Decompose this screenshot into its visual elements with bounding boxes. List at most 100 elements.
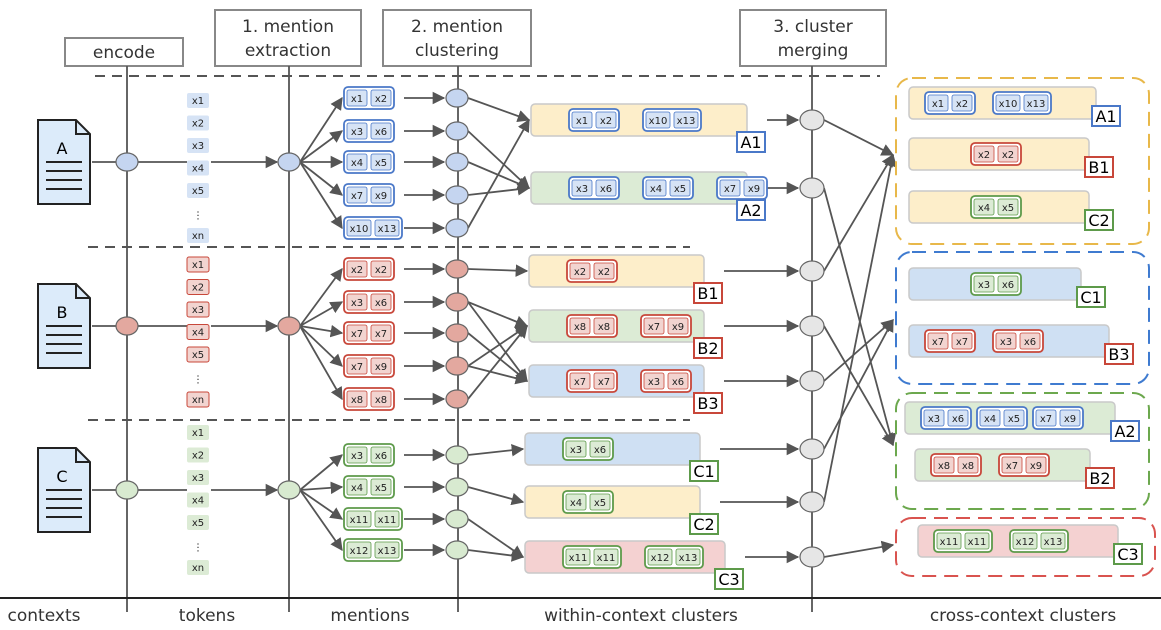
mention-token-box — [927, 332, 949, 350]
cluster-edge — [467, 301, 529, 328]
mention-token-box — [1040, 532, 1066, 550]
mention-token-label: x11 — [569, 553, 588, 564]
mention-token-label: x7 — [351, 329, 363, 340]
cluster-node — [445, 218, 469, 238]
cluster-edge — [467, 325, 529, 367]
extract-to-mention — [299, 325, 343, 367]
mention-token-box — [997, 198, 1019, 216]
mention-token-box — [346, 357, 368, 375]
mention-token-box — [973, 198, 995, 216]
cluster-node — [445, 185, 469, 205]
mention-token-box — [370, 122, 392, 140]
cross-cluster-group — [895, 392, 1150, 510]
mention-token-box — [565, 548, 591, 566]
cross-cluster-group — [895, 517, 1156, 577]
extract-to-mention — [299, 301, 344, 327]
mention-token-label: x2 — [956, 99, 968, 110]
token-label: x3 — [192, 141, 204, 152]
extract-to-mention — [299, 325, 343, 401]
token-label: x4 — [192, 164, 204, 175]
merge-edge — [823, 540, 895, 558]
mention-token-label: x6 — [594, 445, 606, 456]
mention-token-label: x8 — [598, 322, 610, 333]
token-label: x2 — [192, 283, 204, 294]
mention-token-box — [643, 372, 665, 390]
mention-token-box — [595, 111, 617, 129]
mention-token-label: x10 — [999, 99, 1018, 110]
cluster-edge — [467, 325, 528, 400]
mention-token-label: x9 — [1030, 461, 1042, 472]
cross-cluster-label: A2 — [1114, 422, 1135, 441]
encode-node — [115, 480, 139, 500]
within-cluster-label-box — [689, 460, 719, 482]
mention-token-label: x7 — [375, 329, 387, 340]
within-cluster-label-box — [693, 282, 723, 304]
mention-token-box — [647, 548, 673, 566]
cross-cluster-label-box — [1084, 209, 1114, 231]
within-cluster-label: C3 — [718, 570, 739, 589]
merge-node — [799, 109, 825, 131]
mention-token-box — [569, 372, 591, 390]
mention-token-box — [370, 324, 392, 342]
mention-token-box — [569, 317, 591, 335]
mention-token-box — [933, 456, 955, 474]
mention-token-box — [346, 153, 368, 171]
mention-token-box — [743, 179, 765, 197]
token-label: xn — [192, 395, 204, 406]
cross-cluster-label-box — [1110, 420, 1140, 442]
merge-edge — [823, 319, 894, 382]
token-label: xn — [192, 563, 204, 574]
cluster-node — [445, 259, 469, 279]
mention-token-label: x11 — [940, 537, 959, 548]
token-ellipsis: ⋮ — [193, 543, 203, 554]
mention-token-box — [370, 89, 392, 107]
within-cluster-label: A1 — [740, 133, 761, 152]
footer-contexts: contexts — [8, 606, 81, 626]
mention-token-box — [346, 219, 372, 237]
mention-token-label: x2 — [1002, 150, 1014, 161]
cross-cluster-label-box — [1085, 467, 1115, 489]
token-ellipsis: ⋮ — [193, 375, 203, 386]
extract-to-mention — [299, 161, 343, 230]
mention-token-label: x7 — [351, 191, 363, 202]
token-label: x1 — [192, 260, 204, 271]
mention-token-box — [927, 94, 949, 112]
mention-token-label: x2 — [600, 116, 612, 127]
document-label: C — [56, 467, 67, 486]
footer-mentions: mentions — [330, 606, 409, 626]
extract-node — [277, 152, 301, 172]
document-fold — [75, 120, 90, 135]
cross-cluster-label-box — [1076, 286, 1106, 308]
mention-token-box — [923, 409, 945, 427]
mention-token-box — [947, 409, 969, 427]
mention-token-label: x6 — [375, 451, 387, 462]
mention-token-label: x12 — [1016, 537, 1035, 548]
extract-node — [277, 480, 301, 500]
mention-token-box — [346, 390, 368, 408]
mention-token-label: x3 — [351, 127, 363, 138]
within-cluster-bar — [530, 171, 748, 205]
token-label: x5 — [192, 350, 204, 361]
mention-token-box — [673, 111, 699, 129]
mention-token-box — [346, 324, 368, 342]
mention-token-box — [346, 186, 368, 204]
mention-token-label: x8 — [962, 461, 974, 472]
token-label: x2 — [192, 451, 204, 462]
mention-token-label: x6 — [952, 414, 964, 425]
mention-token-box — [370, 478, 392, 496]
mention-token-box — [973, 275, 995, 293]
step1-header-box — [214, 9, 362, 67]
token-box — [186, 301, 210, 318]
within-cluster-label-box — [689, 513, 719, 535]
extract-to-mention — [299, 267, 343, 327]
within-cluster-label-box — [693, 337, 723, 359]
mention-token-label: x9 — [748, 184, 760, 195]
mention-token-box — [370, 293, 392, 311]
mention-token-label: x13 — [679, 553, 698, 564]
mention-token-box — [957, 456, 979, 474]
mention-token-label: x10 — [350, 224, 369, 235]
cross-cluster-label-box — [1091, 105, 1121, 127]
mention-token-box — [1025, 456, 1047, 474]
merge-edge — [823, 318, 894, 450]
